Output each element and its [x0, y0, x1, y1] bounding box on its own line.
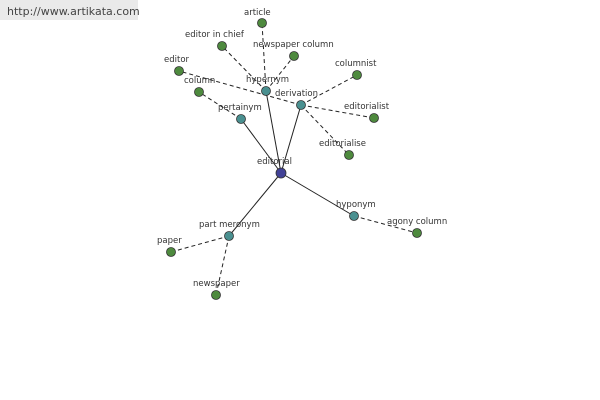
node-label-hyponym: hyponym	[336, 200, 376, 210]
site-url: http://www.artikata.com	[7, 5, 140, 18]
edge-derivation-editorialist	[300, 104, 375, 119]
edge-derivation-editor	[178, 70, 302, 106]
node-label-newspaper-column: newspaper column	[253, 40, 334, 50]
edge-hyponym-agony-column	[353, 215, 418, 234]
node-dot-hypernym[interactable]	[261, 86, 271, 96]
edge-derivation-editorialise	[300, 104, 350, 156]
edge-part-meronym-newspaper	[215, 235, 230, 296]
edge-editorial-hyponym	[280, 172, 355, 217]
node-label-columnist: columnist	[335, 59, 377, 69]
node-hypernym[interactable]: hypernym	[246, 75, 289, 96]
node-label-editor: editor	[164, 55, 190, 65]
node-label-editorial: editorial	[257, 157, 292, 167]
node-newspaper-column[interactable]: newspaper column	[253, 40, 334, 61]
edge-editorial-hypernym	[265, 90, 282, 174]
edge-editorial-pertainym	[240, 118, 282, 174]
node-dot-column[interactable]	[194, 87, 204, 97]
node-label-pertainym: pertainym	[218, 103, 262, 113]
node-dot-newspaper[interactable]	[211, 290, 221, 300]
node-paper[interactable]: paper	[157, 236, 182, 257]
node-dot-editorial[interactable]	[275, 167, 287, 179]
edge-editorial-derivation	[280, 104, 302, 174]
node-label-hypernym: hypernym	[246, 75, 289, 85]
node-editorial[interactable]: editorial	[257, 157, 292, 179]
node-derivation[interactable]: derivation	[275, 89, 318, 110]
edge-hypernym-article	[261, 22, 267, 92]
node-dot-pertainym[interactable]	[236, 114, 246, 124]
node-dot-article[interactable]	[257, 18, 267, 28]
node-label-editor-in-chief: editor in chief	[185, 30, 245, 40]
node-newspaper[interactable]: newspaper	[193, 279, 240, 300]
node-editor-in-chief[interactable]: editor in chief	[185, 30, 245, 51]
node-column[interactable]: column	[184, 76, 215, 97]
node-pertainym[interactable]: pertainym	[218, 103, 262, 124]
node-dot-paper[interactable]	[166, 247, 176, 257]
node-part-meronym[interactable]: part meronym	[199, 220, 260, 241]
node-label-paper: paper	[157, 236, 182, 246]
node-label-editorialist: editorialist	[344, 102, 390, 112]
node-label-agony-column: agony column	[387, 217, 447, 227]
node-dot-part-meronym[interactable]	[224, 231, 234, 241]
node-dot-editor[interactable]	[174, 66, 184, 76]
node-dot-derivation[interactable]	[296, 100, 306, 110]
node-dot-agony-column[interactable]	[412, 228, 422, 238]
edge-editorial-part-meronym	[228, 172, 282, 237]
node-editorialist[interactable]: editorialist	[344, 102, 390, 123]
node-columnist[interactable]: columnist	[335, 59, 377, 80]
edge-hypernym-newspaper-column	[265, 55, 295, 92]
node-label-part-meronym: part meronym	[199, 220, 260, 230]
url-banner: http://www.artikata.com	[0, 0, 140, 20]
node-dot-editorialise[interactable]	[344, 150, 354, 160]
edges-layer	[170, 22, 418, 296]
node-dot-editorialist[interactable]	[369, 113, 379, 123]
node-agony-column[interactable]: agony column	[387, 217, 447, 238]
node-editor[interactable]: editor	[164, 55, 190, 76]
node-editorialise[interactable]: editorialise	[319, 139, 366, 160]
edge-pertainym-column	[198, 91, 242, 120]
node-dot-editor-in-chief[interactable]	[217, 41, 227, 51]
nodes-layer: editorial hypernym derivation pertainym hypo…	[157, 8, 447, 300]
node-label-derivation: derivation	[275, 89, 318, 99]
node-label-newspaper: newspaper	[193, 279, 240, 289]
node-dot-columnist[interactable]	[352, 70, 362, 80]
edge-derivation-columnist	[300, 74, 358, 106]
node-dot-newspaper-column[interactable]	[289, 51, 299, 61]
node-hyponym[interactable]: hyponym	[336, 200, 376, 221]
node-dot-hyponym[interactable]	[349, 211, 359, 221]
node-label-column: column	[184, 76, 215, 86]
node-article[interactable]: article	[244, 8, 271, 28]
node-label-editorialise: editorialise	[319, 139, 366, 149]
edge-part-meronym-paper	[170, 235, 230, 253]
edge-hypernym-editor-in-chief	[221, 45, 267, 92]
node-label-article: article	[244, 8, 271, 18]
